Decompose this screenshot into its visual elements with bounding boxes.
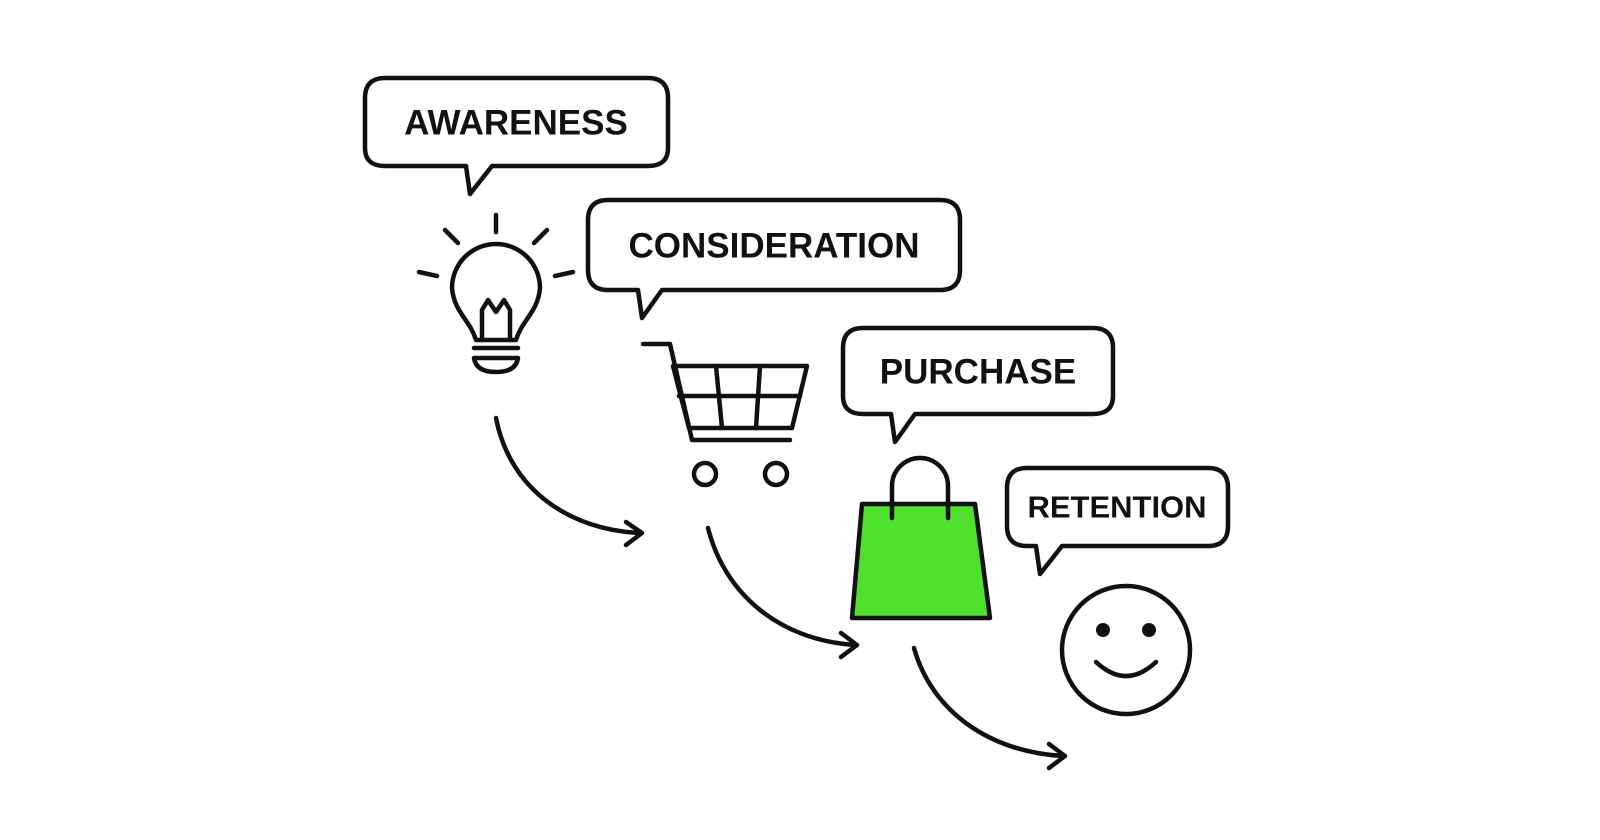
awareness-speech-bubble: AWARENESS: [362, 75, 671, 197]
arrow-awareness-to-consideration: [493, 415, 645, 548]
awareness-label: AWARENESS: [404, 104, 628, 143]
retention-speech-bubble: RETENTION: [1004, 465, 1231, 577]
shopping-cart-icon: [640, 341, 810, 488]
lightbulb-icon: [416, 212, 576, 375]
smiley-face-icon: [1059, 583, 1193, 717]
arrow-consideration-to-purchase: [705, 525, 860, 660]
stage-purchase: PURCHASE: [840, 325, 1116, 621]
shopping-bag-icon: [849, 455, 993, 621]
purchase-label: PURCHASE: [880, 353, 1076, 392]
consideration-label: CONSIDERATION: [628, 227, 919, 266]
consideration-speech-bubble: CONSIDERATION: [585, 197, 963, 321]
retention-label: RETENTION: [1027, 490, 1206, 525]
arrow-purchase-to-retention: [911, 645, 1068, 771]
stage-awareness: AWARENESS: [362, 75, 671, 375]
purchase-speech-bubble: PURCHASE: [840, 325, 1116, 445]
stage-consideration: CONSIDERATION: [585, 197, 963, 488]
stage-retention: RETENTION: [1004, 465, 1231, 717]
